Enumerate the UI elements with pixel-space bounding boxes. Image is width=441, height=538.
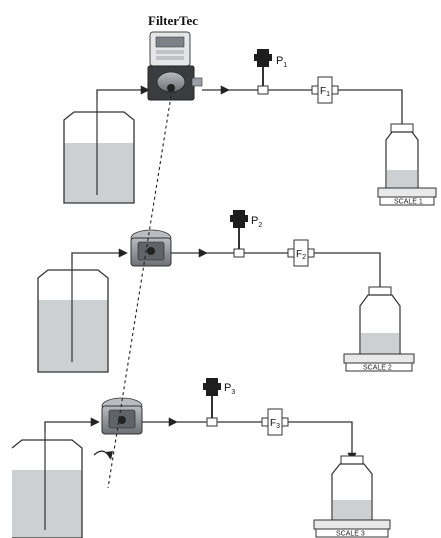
process-line-3: P3 F3 SCALE 3 <box>11 378 391 538</box>
process-line-2: P2 F2 SCALE 2 <box>37 210 415 373</box>
feed-reservoir-3 <box>11 432 83 538</box>
collection-vessel-3 <box>331 455 373 521</box>
pressure-label-p3: P3 <box>224 382 235 396</box>
pressure-sensor-p3 <box>203 378 221 427</box>
pump-3 <box>101 397 143 435</box>
feed-tube-2 <box>71 248 128 265</box>
drive-shaft-dashed <box>107 95 172 489</box>
filter-f2 <box>287 239 315 267</box>
feed-tube-3 <box>44 417 100 432</box>
pressure-label-p1: P1 <box>276 55 287 69</box>
scale-1: SCALE 1 <box>377 187 437 206</box>
scale-label-1: SCALE 1 <box>394 199 423 206</box>
feed-reservoir-2 <box>37 265 109 373</box>
pressure-sensor-p2 <box>230 210 248 258</box>
pressure-label-p2: P2 <box>251 215 262 229</box>
scale-label-3: SCALE 3 <box>336 531 365 538</box>
scale-2: SCALE 2 <box>343 353 415 372</box>
collection-vessel-1 <box>385 123 419 189</box>
rotation-arrow-icon <box>93 450 113 460</box>
filter-label-f2: F2 <box>296 249 306 261</box>
feed-tube-1 <box>96 85 150 100</box>
process-line-1: P1 F1 SCALE 1 <box>63 31 437 206</box>
filter-f3 <box>261 408 289 436</box>
scale-3: SCALE 3 <box>313 519 391 538</box>
diagram-title: FilterTec <box>148 13 198 28</box>
filter-label-f3: F3 <box>270 418 280 430</box>
collection-vessel-2 <box>359 286 401 355</box>
filter-label-f1: F1 <box>320 86 330 98</box>
pressure-sensor-p1 <box>254 49 272 95</box>
pump-1 <box>147 31 203 101</box>
pump-2 <box>130 229 172 267</box>
permeate-tube-3 <box>288 421 357 462</box>
feed-reservoir-1 <box>63 100 135 204</box>
scale-label-2: SCALE 2 <box>363 365 392 372</box>
permeate-tube-2 <box>314 252 385 296</box>
